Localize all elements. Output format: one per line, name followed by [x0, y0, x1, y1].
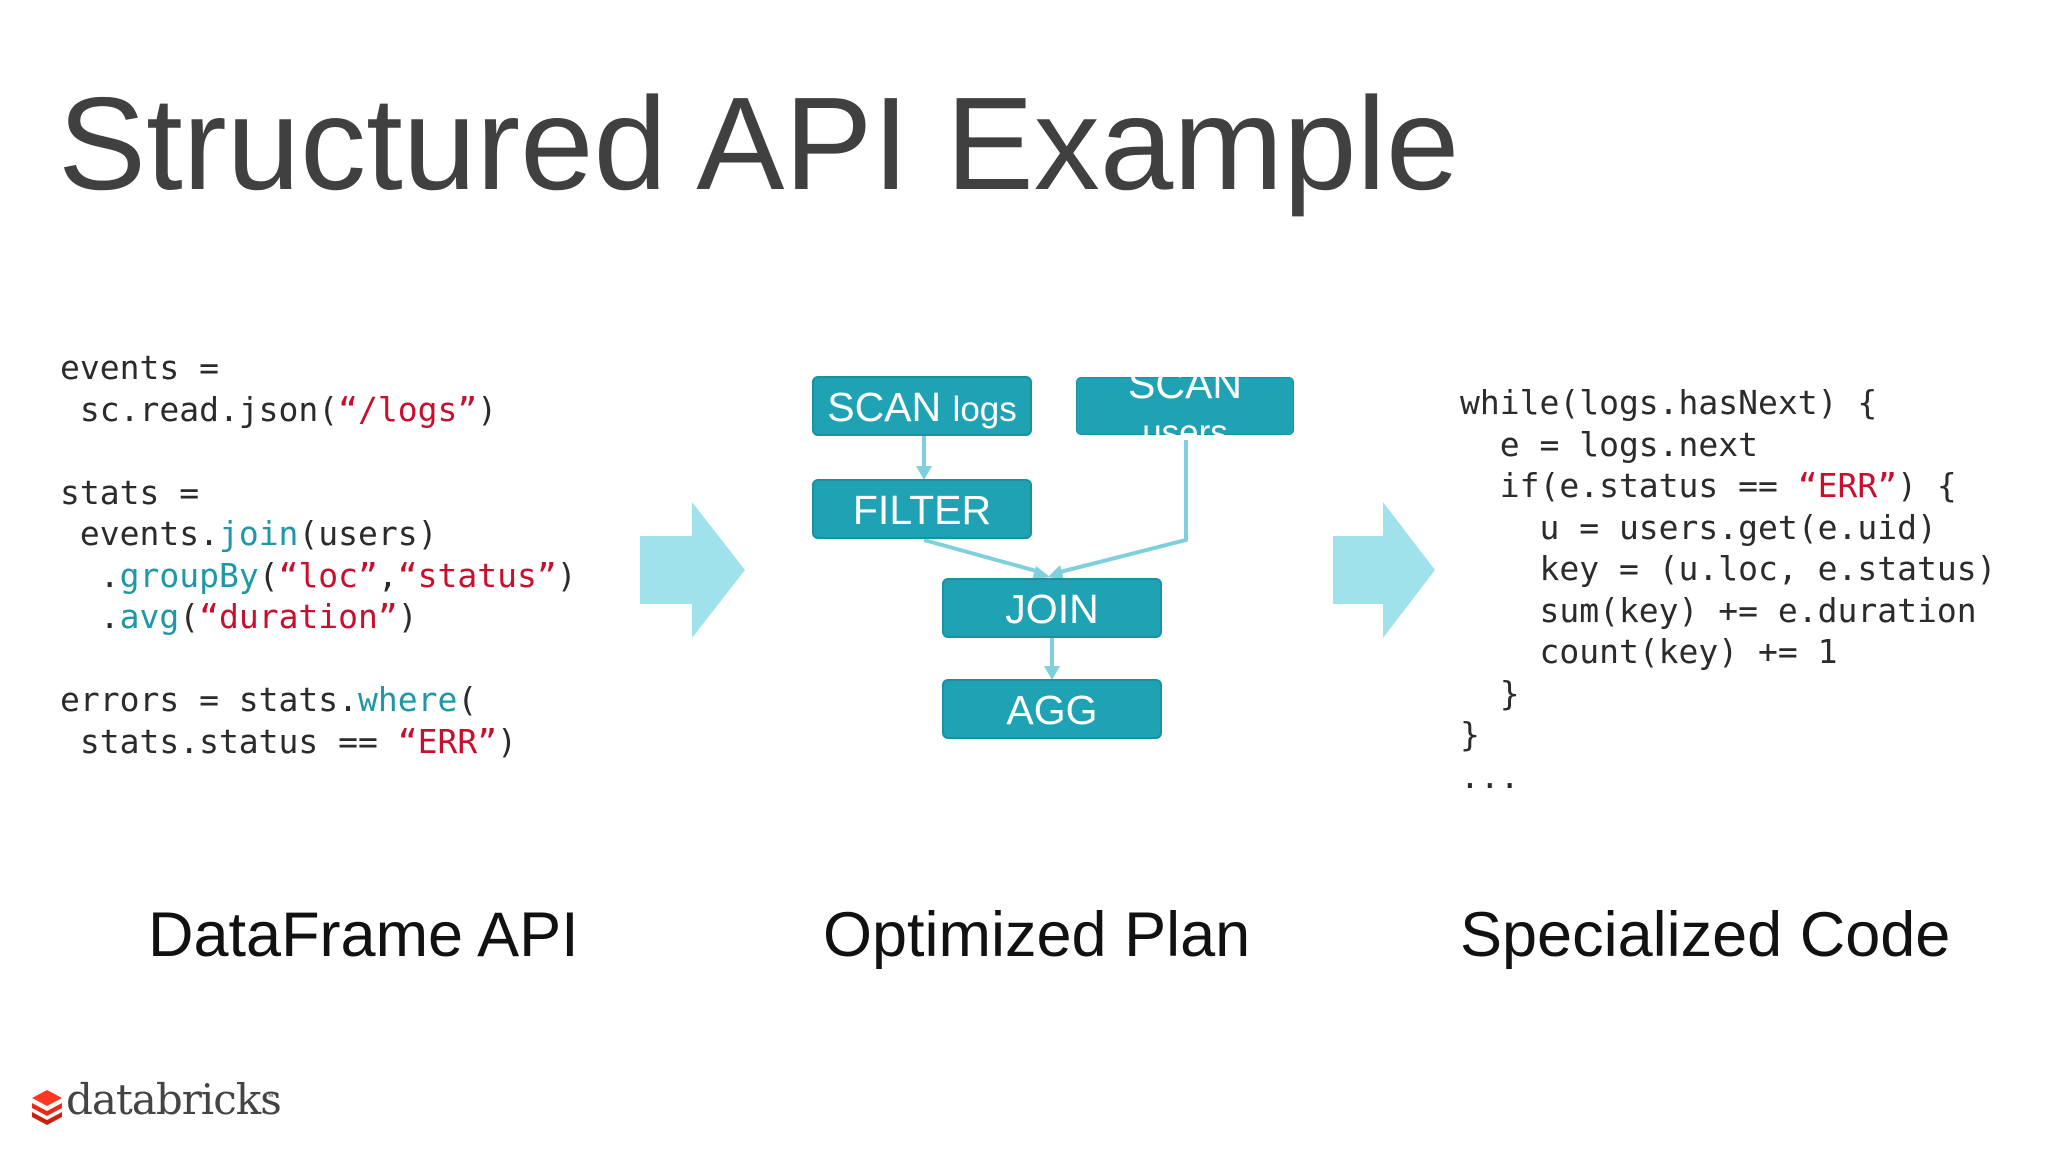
node-agg: AGG — [942, 679, 1162, 739]
node-agg-label: AGG — [1006, 687, 1097, 733]
code-text: sc.read.json( — [60, 389, 339, 429]
code-string: “status” — [397, 555, 557, 595]
code-text: ) — [497, 721, 517, 761]
flow-arrow-left — [640, 502, 745, 638]
node-scan-logs-label: SCAN logs — [827, 384, 1017, 430]
dataframe-code-line: events = — [60, 347, 577, 389]
dataframe-code-line: errors = stats.where( — [60, 679, 577, 721]
dataframe-code-line: stats.status == “ERR”) — [60, 721, 577, 763]
code-text: e = logs.next — [1460, 424, 1759, 464]
node-join-label: JOIN — [1005, 586, 1098, 632]
code-text: . — [60, 555, 120, 595]
arrowhead-join-left — [1032, 566, 1050, 580]
node-scan-users-sublabel: users — [1142, 413, 1228, 452]
node-filter: FILTER — [812, 479, 1032, 539]
code-text: ) — [556, 555, 577, 595]
plan-edges — [916, 435, 1188, 680]
code-text: ( — [179, 597, 200, 636]
flow-arrow-right — [1333, 502, 1435, 638]
dataframe-code-line: .groupBy(“loc”,“status”) — [60, 555, 577, 597]
specialized-code-line: count(key) += 1 — [1460, 631, 1996, 673]
code-text: if(e.status == — [1460, 466, 1798, 505]
databricks-logo-text: databricks — [66, 1075, 282, 1124]
code-function: avg — [119, 597, 180, 636]
dataframe-code-line: .avg(“duration”) — [60, 596, 577, 638]
code-text: events. — [60, 514, 219, 553]
code-text: count(key) += 1 — [1460, 632, 1838, 671]
code-string: “loc” — [278, 555, 378, 595]
node-filter-label: FILTER — [853, 487, 991, 533]
code-text: } — [1460, 715, 1480, 754]
arrowhead-join-right — [1048, 565, 1064, 580]
specialized-code-line: sum(key) += e.duration — [1460, 590, 1996, 632]
code-text: ( — [258, 555, 279, 595]
specialized-code-line: e = logs.next — [1460, 424, 1996, 466]
code-string: “ERR” — [397, 721, 498, 761]
code-text: events = — [60, 348, 219, 387]
caption-dataframe-api: DataFrame API — [148, 900, 579, 970]
code-function: where — [358, 680, 458, 719]
code-text: ) — [477, 389, 498, 429]
code-text: stats.status == — [60, 721, 398, 761]
arrowhead-filter — [916, 466, 932, 480]
edge-filter-to-join — [923, 538, 1041, 574]
dataframe-code-line: sc.read.json(“/logs”) — [60, 389, 577, 431]
databricks-trademark: ™ — [264, 1092, 274, 1103]
specialized-code-line: key = (u.loc, e.status) — [1460, 548, 1996, 590]
code-text: u = users.get(e.uid) — [1460, 507, 1937, 547]
specialized-code-block: while(logs.hasNext) { e = logs.next if(e… — [1460, 382, 1996, 797]
caption-optimized-plan: Optimized Plan — [823, 900, 1251, 970]
code-text: . — [60, 597, 120, 636]
node-scan-users-label: SCAN — [1128, 361, 1242, 407]
code-text: while(logs.hasNext) { — [1460, 383, 1878, 422]
specialized-code-line: } — [1460, 714, 1996, 756]
specialized-code-line: while(logs.hasNext) { — [1460, 382, 1996, 424]
specialized-code-line: } — [1460, 673, 1996, 715]
dataframe-code-line: stats = — [60, 472, 577, 514]
arrowhead-agg — [1044, 666, 1060, 680]
specialized-code-line: ... — [1460, 756, 1996, 798]
code-text: , — [377, 555, 398, 595]
code-text: } — [1460, 673, 1520, 713]
code-function: join — [218, 514, 299, 553]
dataframe-code-block: events = sc.read.json(“/logs”) stats = ev… — [60, 347, 577, 762]
edge-scan-users-to-join — [1059, 440, 1188, 574]
code-text: sum(key) += e.duration — [1460, 590, 1977, 630]
dataframe-code-line: events.join(users) — [60, 513, 577, 555]
code-string: “ERR” — [1797, 466, 1898, 505]
node-join: JOIN — [942, 578, 1162, 638]
databricks-logo-icon — [32, 1090, 62, 1125]
code-text: ( — [457, 680, 478, 719]
code-text: (users) — [298, 514, 438, 553]
code-string: “duration” — [199, 597, 398, 636]
specialized-code-line: u = users.get(e.uid) — [1460, 507, 1996, 549]
node-scan-users: SCAN users — [1076, 361, 1294, 452]
specialized-code-line: if(e.status == “ERR”) { — [1460, 465, 1996, 507]
node-scan-logs: SCAN logs — [812, 376, 1032, 436]
code-text: ) { — [1897, 466, 1957, 505]
slide-title: Structured API Example — [58, 70, 1460, 217]
code-text: errors = stats. — [60, 680, 359, 719]
code-text: key = (u.loc, e.status) — [1460, 549, 1997, 588]
code-function: groupBy — [119, 555, 259, 595]
caption-specialized-code: Specialized Code — [1460, 900, 1951, 970]
code-text: ... — [1460, 756, 1520, 796]
code-text: stats = — [60, 472, 200, 512]
code-string: “/logs” — [338, 389, 478, 429]
code-text: ) — [397, 597, 418, 636]
